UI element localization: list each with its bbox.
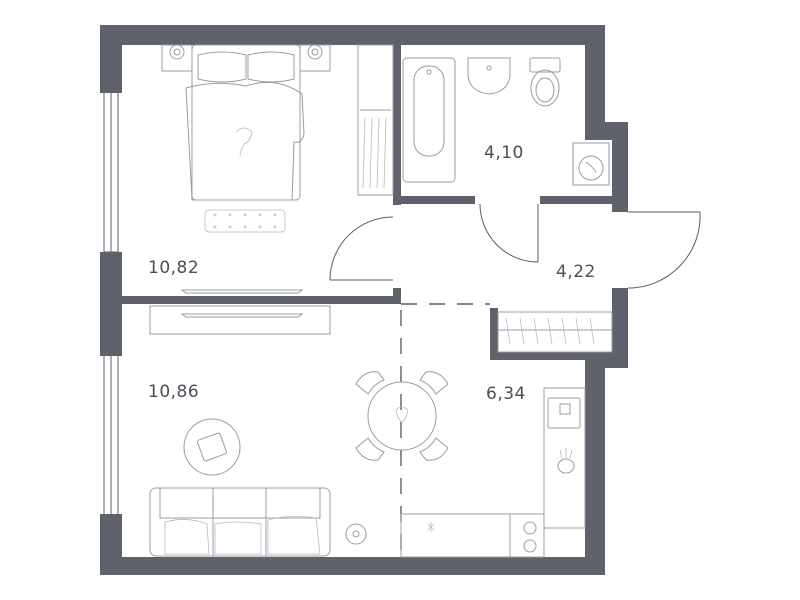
chair-icon <box>355 371 449 461</box>
bed-icon <box>185 44 305 201</box>
area-label-living-room: 10,86 <box>148 382 200 402</box>
toilet-icon <box>529 57 561 107</box>
chair-icon <box>345 523 367 545</box>
rug-icon <box>183 418 241 476</box>
sofa-icon <box>149 487 331 557</box>
bathtub-icon <box>402 57 456 183</box>
stove-icon <box>400 513 545 558</box>
area-label-kitchen: 6,34 <box>486 384 526 404</box>
area-label-hallway: 4,22 <box>556 262 596 282</box>
dining-table-icon <box>367 381 437 451</box>
window-icon <box>103 91 119 253</box>
wardrobe-icon <box>497 311 613 353</box>
washing-machine-icon <box>572 142 610 186</box>
rug-icon <box>204 209 286 233</box>
area-label-bedroom: 10,82 <box>148 258 200 278</box>
kitchen-sink-icon <box>543 387 586 529</box>
tv-icon <box>180 289 304 294</box>
wardrobe-icon <box>149 305 331 335</box>
door-icon <box>627 211 701 289</box>
area-label-bathroom: 4,10 <box>484 143 524 163</box>
nightstand-icon <box>299 44 331 72</box>
sink-icon <box>467 57 511 95</box>
door-icon <box>479 203 539 263</box>
window-icon <box>103 354 119 516</box>
door-icon <box>329 216 394 281</box>
walls <box>100 25 628 575</box>
nightstand-icon <box>161 44 193 72</box>
wardrobe-icon <box>357 44 394 196</box>
